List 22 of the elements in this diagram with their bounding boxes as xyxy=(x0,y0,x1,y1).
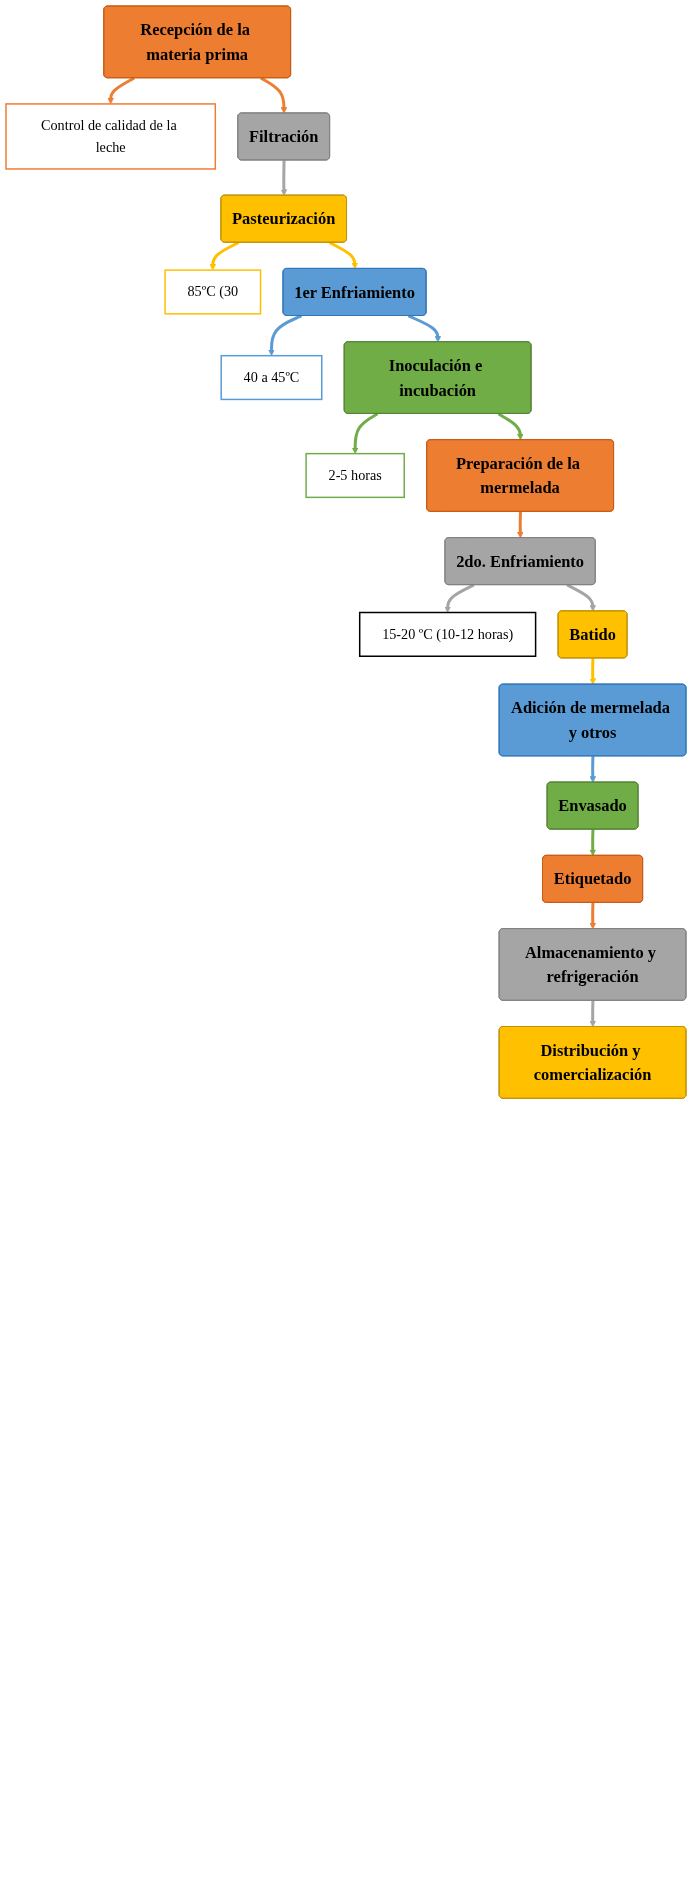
arrow xyxy=(351,412,379,454)
node-box: 2-5 horas xyxy=(305,452,405,499)
arrow xyxy=(407,314,442,343)
arrow xyxy=(268,314,303,356)
arrow xyxy=(260,76,288,114)
arrow xyxy=(566,583,597,612)
node-box: 85ºC (30 xyxy=(164,269,262,315)
node-box: 15-20 ºC (10-12 horas) xyxy=(358,611,537,657)
arrow xyxy=(497,412,524,441)
arrow xyxy=(107,76,135,105)
arrow xyxy=(589,902,597,930)
arrow xyxy=(209,241,240,271)
arrow xyxy=(589,829,597,856)
arrow xyxy=(328,241,359,270)
node-box: Control de calidad de la leche xyxy=(5,103,217,170)
arrow xyxy=(517,511,524,539)
arrow xyxy=(589,756,597,783)
arrow xyxy=(280,160,288,196)
node-box: 40 a 45ºC xyxy=(220,354,323,401)
arrow xyxy=(589,1000,597,1028)
arrow xyxy=(444,583,475,613)
arrow xyxy=(589,658,597,685)
